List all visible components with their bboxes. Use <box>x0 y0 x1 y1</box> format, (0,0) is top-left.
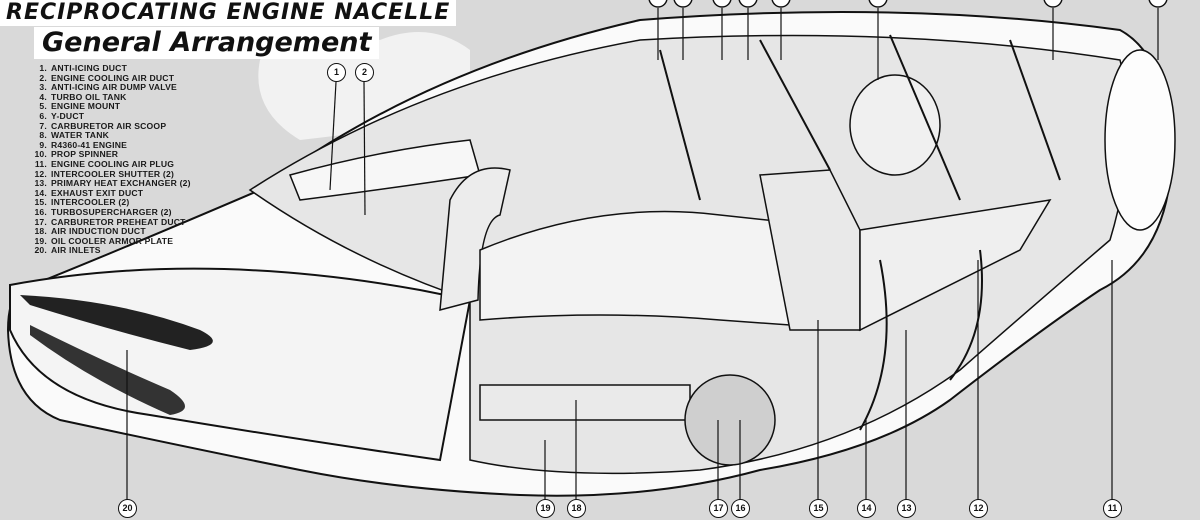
legend-number: 9. <box>39 139 47 150</box>
legend-label: OIL COOLER ARMOR PLATE <box>51 235 174 246</box>
legend-item: 15. INTERCOOLER (2) <box>28 198 191 208</box>
title-top-line: RECIPROCATING ENGINE NACELLE <box>0 0 457 26</box>
legend-label: CARBURETOR PREHEAT DUCT <box>51 216 186 227</box>
prop-spinner <box>1104 49 1176 231</box>
legend-label: WATER TANK <box>51 130 110 141</box>
legend-number: 13. <box>34 178 47 189</box>
parts-legend: 1. ANTI-ICING DUCT 2. ENGINE COOLING AIR D… <box>28 63 191 256</box>
legend-number: 20. <box>34 245 47 256</box>
legend-item: 17. CARBURETOR PREHEAT DUCT <box>28 216 191 228</box>
legend-label: ENGINE MOUNT <box>51 101 121 112</box>
legend-label: ENGINE COOLING AIR DUCT <box>51 72 175 83</box>
air-induction-duct <box>479 384 691 421</box>
legend-item: 3. ANTI-ICING AIR DUMP VALVE <box>28 83 191 93</box>
legend-item: 2. ENGINE COOLING AIR DUCT <box>28 72 191 84</box>
legend-item: 5. ENGINE MOUNT <box>28 102 191 112</box>
legend-number: 11. <box>34 158 47 169</box>
callout-14: 14 <box>857 499 876 518</box>
legend-number: 14. <box>34 187 47 198</box>
legend-number: 6. <box>39 110 47 121</box>
legend-label: PROP SPINNER <box>51 149 119 160</box>
legend-item: 6. Y-DUCT <box>28 110 191 122</box>
legend-item: 7. CARBURETOR AIR SCOOP <box>28 120 191 132</box>
callout-leaders <box>126 8 1159 500</box>
legend-label: R4360-41 ENGINE <box>51 139 128 150</box>
legend-label: TURBOSUPERCHARGER (2) <box>51 206 172 217</box>
page-title: General Arrangement <box>34 27 380 59</box>
callout-17: 17 <box>709 499 728 518</box>
callout-1: 1 <box>327 63 346 82</box>
legend-number: 16. <box>34 206 47 217</box>
legend-label: TURBO OIL TANK <box>51 91 127 102</box>
turbosupercharger <box>684 374 776 466</box>
legend-item: 14. EXHAUST EXIT DUCT <box>28 187 191 199</box>
legend-number: 7. <box>39 120 47 131</box>
legend-label: CARBURETOR AIR SCOOP <box>51 120 167 131</box>
legend-item: 13. PRIMARY HEAT EXCHANGER (2) <box>28 179 191 189</box>
legend-number: 2. <box>39 72 47 83</box>
legend-number: 15. <box>34 197 47 208</box>
legend-item: 18. AIR INDUCTION DUCT <box>28 226 191 237</box>
legend-item: 11. ENGINE COOLING AIR PLUG <box>28 158 191 170</box>
legend-number: 4. <box>39 91 47 102</box>
callout-12: 12 <box>969 499 988 518</box>
legend-item: 20. AIR INLETS <box>28 246 191 256</box>
legend-item: 4. TURBO OIL TANK <box>28 91 191 103</box>
exhaust-cone <box>859 199 1052 332</box>
legend-number: 8. <box>39 130 47 141</box>
legend-item: 12. INTERCOOLER SHUTTER (2) <box>28 168 191 180</box>
legend-item: 1. ANTI-ICING DUCT <box>28 63 191 74</box>
callout-11: 11 <box>1103 499 1122 518</box>
legend-label: AIR INDUCTION DUCT <box>51 226 146 237</box>
legend-item: 16. TURBOSUPERCHARGER (2) <box>28 206 191 218</box>
legend-label: Y-DUCT <box>51 110 85 121</box>
legend-label: PRIMARY HEAT EXCHANGER (2) <box>51 178 191 189</box>
legend-number: 17. <box>34 216 47 227</box>
cropped-top-callouts <box>648 0 1168 8</box>
legend-label: AIR INLETS <box>51 245 101 256</box>
callout-15: 15 <box>809 499 828 518</box>
legend-label: ANTI-ICING AIR DUMP VALVE <box>51 82 177 93</box>
legend-label: EXHAUST EXIT DUCT <box>51 187 144 198</box>
legend-label: INTERCOOLER SHUTTER (2) <box>51 168 175 179</box>
callout-13: 13 <box>897 499 916 518</box>
legend-number: 5. <box>39 101 47 112</box>
legend-item: 8. WATER TANK <box>28 131 191 141</box>
callout-2: 2 <box>355 63 374 82</box>
legend-number: 10. <box>34 149 47 160</box>
air-inlet-upper <box>20 295 213 350</box>
legend-label: ANTI-ICING DUCT <box>51 63 128 73</box>
legend-label: ENGINE COOLING AIR PLUG <box>51 158 175 169</box>
legend-number: 18. <box>34 226 47 237</box>
air-inlet-lower <box>30 325 185 415</box>
legend-number: 12. <box>34 168 47 179</box>
legend-label: INTERCOOLER (2) <box>51 197 130 208</box>
water-tank <box>849 74 941 176</box>
callout-19: 19 <box>536 499 555 518</box>
legend-number: 19. <box>34 235 47 246</box>
callout-18: 18 <box>567 499 586 518</box>
legend-item: 19. OIL COOLER ARMOR PLATE <box>28 235 191 247</box>
legend-number: 1. <box>39 63 47 73</box>
legend-item: 10. PROP SPINNER <box>28 150 191 160</box>
legend-number: 3. <box>39 82 47 93</box>
callout-16: 16 <box>731 499 750 518</box>
legend-item: 9. R4360-41 ENGINE <box>28 139 191 151</box>
callout-20: 20 <box>118 499 137 518</box>
